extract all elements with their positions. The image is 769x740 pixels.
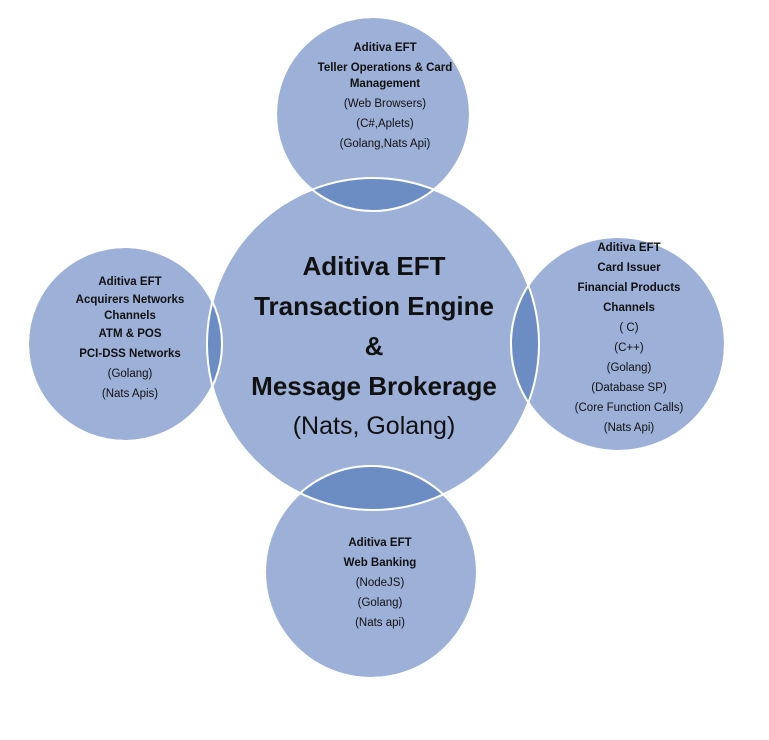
bottom-subtitle: Web Banking — [343, 557, 417, 569]
top-tech-1: (Web Browsers) — [343, 98, 427, 110]
center-title: Aditiva EFT — [302, 251, 446, 281]
right-tech-4: (Database SP) — [591, 382, 667, 394]
left-label: Aditiva EFT Acquirers Networks Channels … — [40, 272, 220, 404]
right-products: Financial Products — [577, 282, 681, 294]
right-title: Aditiva EFT — [597, 242, 661, 254]
center-ampersand: & — [364, 331, 384, 361]
top-tech-3: (Golang,Nats Api) — [339, 138, 431, 150]
center-label: Aditiva EFT Transaction Engine & Message… — [236, 246, 512, 446]
bottom-tech-2: (Golang) — [357, 597, 403, 609]
left-channels: Channels — [104, 310, 156, 322]
left-subtitle: Acquirers Networks — [75, 294, 185, 306]
left-title: Aditiva EFT — [98, 276, 162, 288]
bottom-tech-3: (Nats api) — [355, 617, 405, 629]
top-label: Aditiva EFT Teller Operations & Card Man… — [285, 38, 485, 154]
right-tech-3: (Golang) — [606, 362, 652, 374]
center-tech: (Nats, Golang) — [292, 412, 456, 440]
outlines-group — [27, 16, 726, 679]
right-tech-2: (C++) — [614, 342, 644, 354]
bottom-tech-1: (NodeJS) — [355, 577, 405, 589]
left-pci: PCI-DSS Networks — [79, 348, 181, 360]
right-issuer: Card Issuer — [597, 262, 661, 274]
bottom-title: Aditiva EFT — [348, 537, 412, 549]
left-atm-pos: ATM & POS — [98, 328, 162, 340]
right-channels: Channels — [603, 302, 655, 314]
right-tech-6: (Nats Api) — [603, 422, 655, 434]
top-subtitle: Teller Operations & Card Management — [317, 62, 453, 90]
right-label: Aditiva EFT Card Issuer Financial Produc… — [540, 238, 718, 438]
center-engine: Transaction Engine — [254, 291, 494, 321]
circles-group — [27, 16, 726, 679]
right-tech-1: ( C) — [619, 322, 639, 334]
center-brokerage: Message Brokerage — [251, 371, 497, 401]
left-tech-2: (Nats Apis) — [101, 388, 159, 400]
top-tech-2: (C#,Aplets) — [356, 118, 414, 130]
left-tech-1: (Golang) — [107, 368, 153, 380]
top-title: Aditiva EFT — [353, 42, 417, 54]
right-tech-5: (Core Function Calls) — [574, 402, 684, 414]
bottom-label: Aditiva EFT Web Banking (NodeJS) (Golang… — [290, 533, 470, 633]
